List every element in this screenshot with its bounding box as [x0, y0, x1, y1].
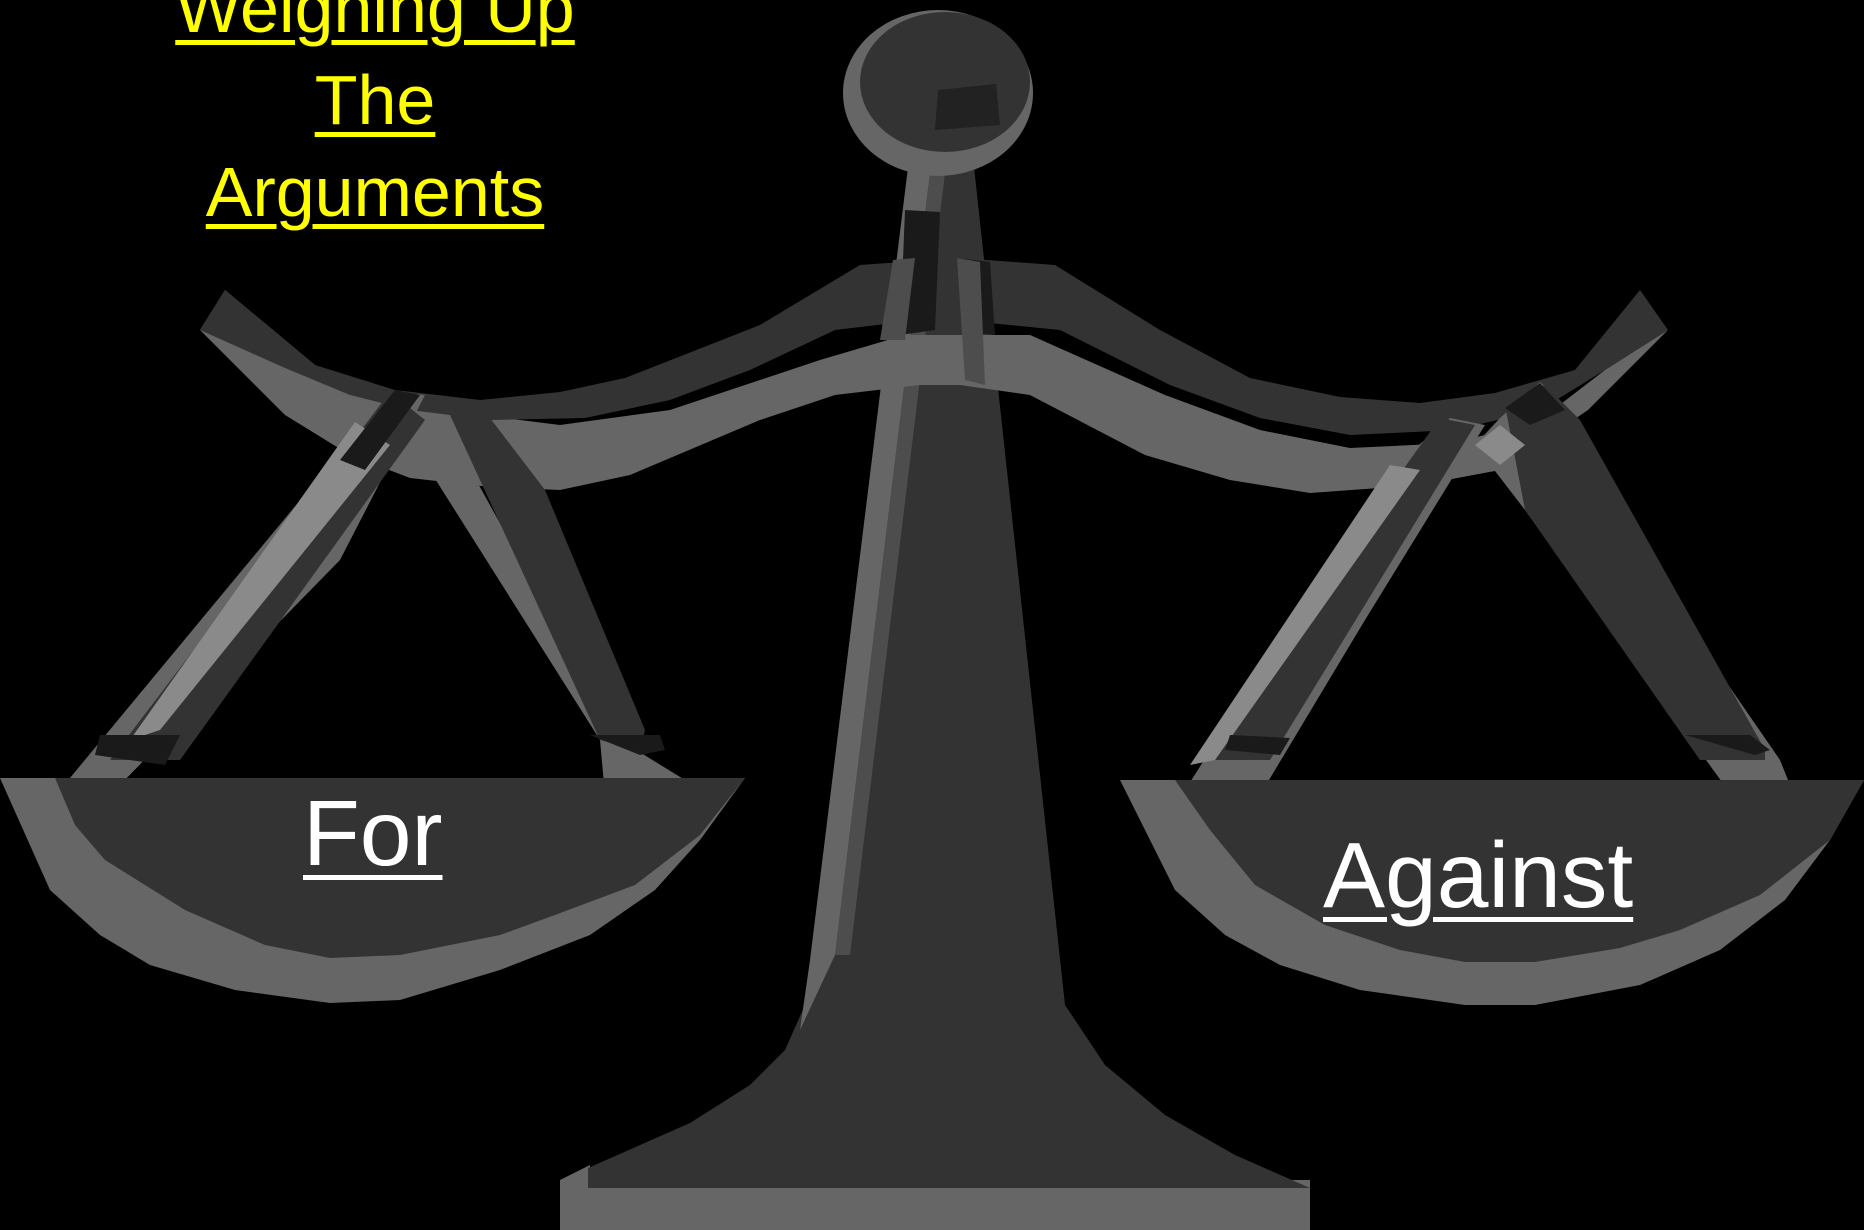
title-line-2: The [100, 54, 650, 146]
against-label: Against [1323, 822, 1633, 929]
for-label: For [303, 780, 443, 887]
title-line-3: Arguments [100, 146, 650, 238]
slide-title: Weighing Up The Arguments [100, 0, 650, 238]
scale-knob [843, 10, 1033, 176]
title-line-1: Weighing Up [100, 0, 650, 54]
